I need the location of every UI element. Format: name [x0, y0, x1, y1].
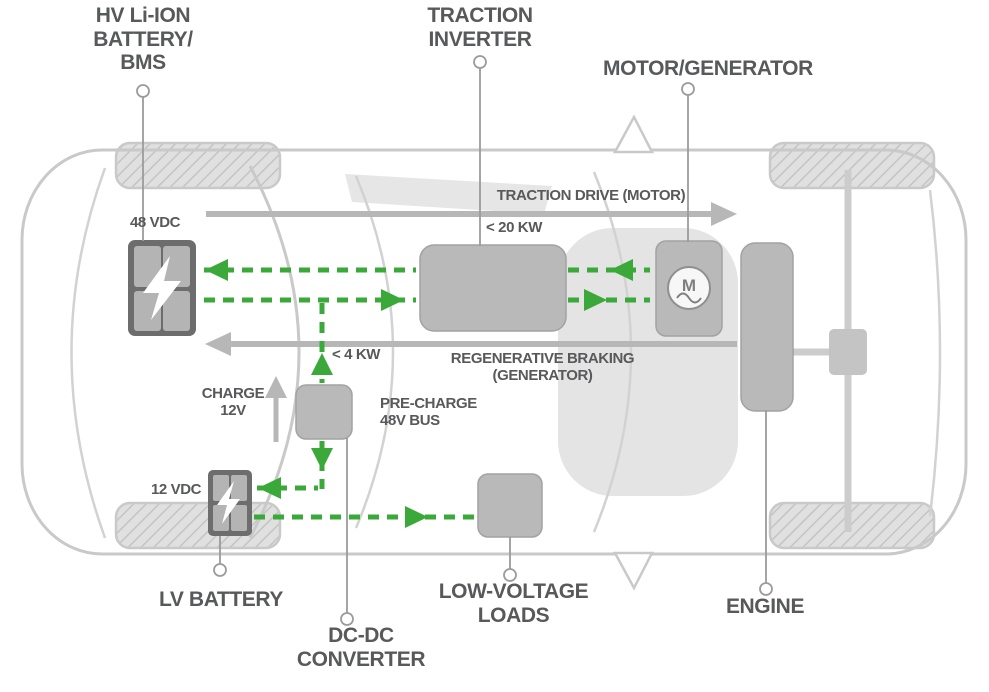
motor-generator-box: M: [655, 240, 723, 337]
callout-dot: [213, 563, 227, 577]
up-arrowhead-icon: [265, 376, 287, 398]
hv-battery-rating: 48 VDC: [129, 214, 181, 231]
right-arrowhead-icon: [405, 506, 428, 528]
callout-dot: [340, 612, 354, 626]
callout-dot: [503, 568, 517, 582]
hv-battery-icon: [128, 240, 196, 336]
lv-loads-label: LOW-VOLTAGE LOADS: [438, 580, 589, 627]
car-body: [20, 148, 968, 556]
callout-leaders: [136, 55, 773, 626]
hv-battery-label: HV Li-ION BATTERY/ BMS: [93, 4, 193, 75]
charge-arrow: [265, 376, 287, 442]
callout-dot: [681, 82, 695, 96]
lightning-bolt-icon: [143, 256, 181, 320]
regenerative-braking-arrow: [205, 332, 737, 356]
dcdc-converter-box: [295, 384, 353, 440]
lightning-bolt-icon: [217, 481, 240, 524]
traction-inverter-box: [419, 244, 567, 332]
lv-battery-rating: 12 VDC: [150, 481, 202, 498]
lv-loads-box: [477, 473, 543, 538]
right-mirror: [612, 551, 655, 591]
right-arrowhead-icon: [584, 289, 607, 311]
differential-box: [829, 329, 867, 375]
left-arrowhead-icon: [205, 332, 231, 356]
motor-generator-label: MOTOR/GENERATOR: [603, 57, 813, 80]
down-arrowhead-icon: [311, 448, 333, 470]
dcdc-converter-label: DC-DC CONVERTER: [296, 624, 426, 671]
callout-dot: [759, 582, 773, 596]
dcdc-converter-rating: < 4 KW: [332, 346, 381, 363]
motor-symbol-icon: M: [667, 266, 711, 310]
traction-inverter-rating: < 20 KW: [486, 219, 542, 236]
lv-battery-label: LV BATTERY: [159, 588, 283, 611]
front-left-wheel: [114, 141, 282, 190]
sine-wave-icon: [676, 292, 702, 304]
green-arrowheads: [205, 259, 633, 528]
traction-drive-label: TRACTION DRIVE (MOTOR): [496, 187, 686, 204]
rear-bumper-line: [928, 189, 942, 517]
rear-window-line: [592, 171, 633, 533]
right-arrowhead-icon: [381, 289, 404, 311]
left-mirror: [612, 114, 655, 154]
left-arrowhead-icon: [205, 259, 228, 281]
charge-12v-label: CHARGE 12V: [201, 385, 265, 419]
traction-drive-arrow: [206, 202, 737, 226]
engine-label: ENGINE: [725, 595, 805, 618]
lv-battery-icon: [208, 470, 252, 536]
callout-dot: [136, 84, 150, 98]
left-arrowhead-icon: [610, 259, 633, 281]
regenerative-braking-label: REGENERATIVE BRAKING (GENERATOR): [450, 350, 635, 384]
engine-box: [740, 242, 794, 412]
front-bumper-line: [70, 167, 107, 539]
windshield-glass: [345, 174, 552, 214]
traction-inverter-label: TRACTION INVERTER: [427, 4, 533, 51]
rear-left-wheel: [768, 141, 936, 190]
left-arrowhead-icon: [258, 477, 281, 499]
up-arrowhead-icon: [311, 353, 333, 375]
roof-line: [354, 175, 395, 529]
precharge-48v-label: PRE-CHARGE 48V BUS: [380, 395, 477, 429]
rear-right-wheel: [768, 501, 936, 550]
callout-dot: [473, 55, 487, 69]
right-arrowhead-icon: [711, 202, 737, 226]
motor-letter: M: [682, 276, 696, 295]
